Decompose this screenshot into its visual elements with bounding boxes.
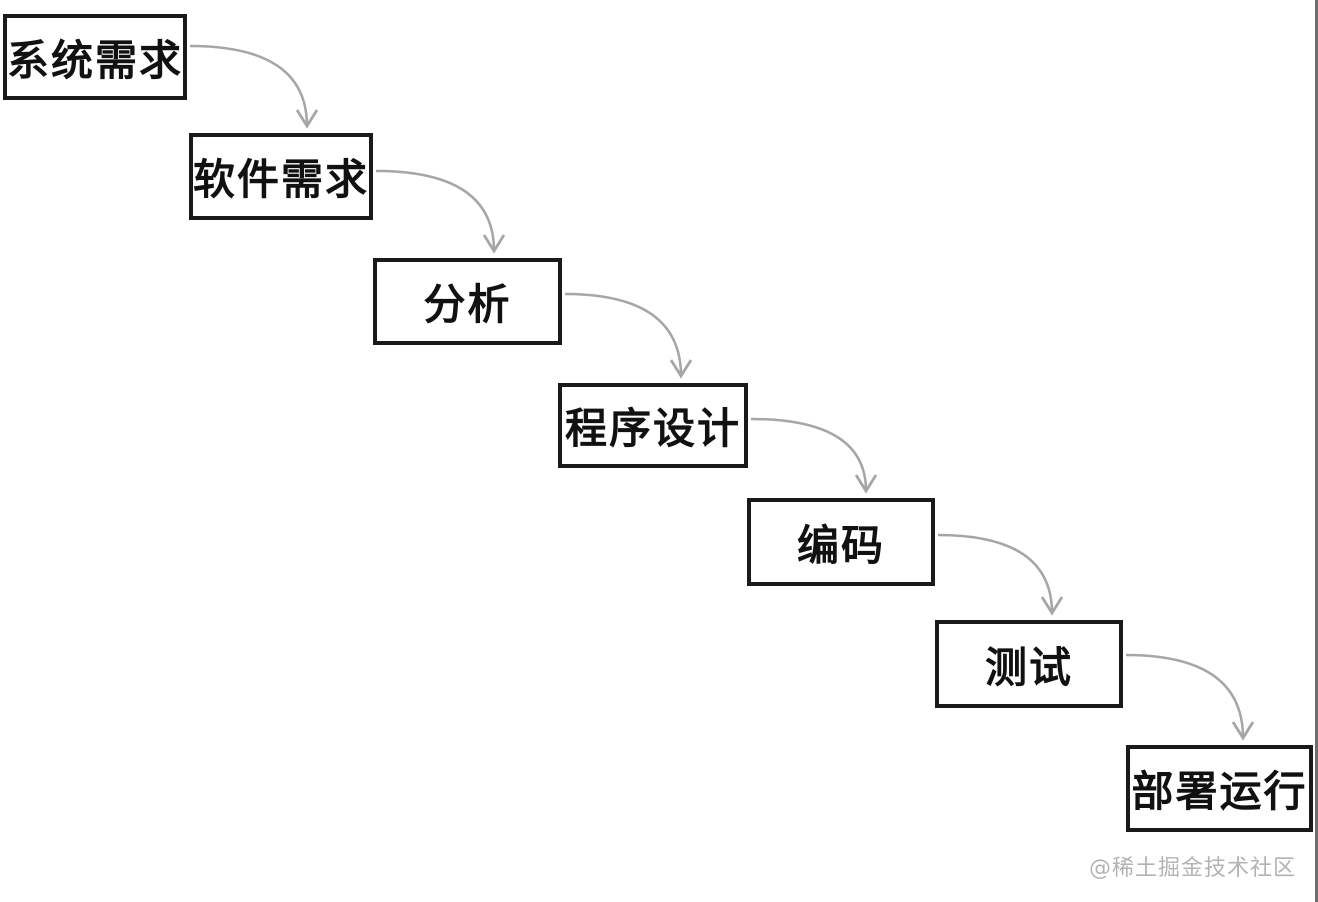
- flow-box-label: 程序设计: [564, 404, 741, 453]
- flow-box-coding: 编码: [747, 498, 935, 586]
- right-edge-line: [1315, 0, 1318, 902]
- arrow-system-to-software: [189, 44, 319, 129]
- flow-box-system-requirements: 系统需求: [3, 14, 187, 100]
- arrow-analysis-to-design: [564, 292, 693, 379]
- flow-box-software-requirements: 软件需求: [189, 133, 373, 220]
- flow-box-label: 部署运行: [1131, 767, 1308, 816]
- flow-box-deployment-operation: 部署运行: [1126, 745, 1313, 832]
- arrow-software-to-analysis: [375, 169, 506, 254]
- flow-box-label: 分析: [423, 280, 512, 329]
- flow-box-label: 系统需求: [7, 35, 184, 85]
- arrow-coding-to-testing: [937, 533, 1064, 616]
- flow-box-analysis: 分析: [373, 258, 562, 345]
- flow-box-label: 测试: [984, 642, 1073, 692]
- watermark-text: @稀土掘金技术社区: [1088, 856, 1296, 881]
- flow-box-label: 编码: [796, 520, 885, 570]
- arrow-testing-to-deployment: [1125, 653, 1255, 741]
- flow-box-testing: 测试: [935, 620, 1123, 708]
- flow-box-label: 软件需求: [193, 155, 370, 204]
- arrow-design-to-coding: [750, 417, 878, 494]
- flow-box-program-design: 程序设计: [558, 383, 748, 468]
